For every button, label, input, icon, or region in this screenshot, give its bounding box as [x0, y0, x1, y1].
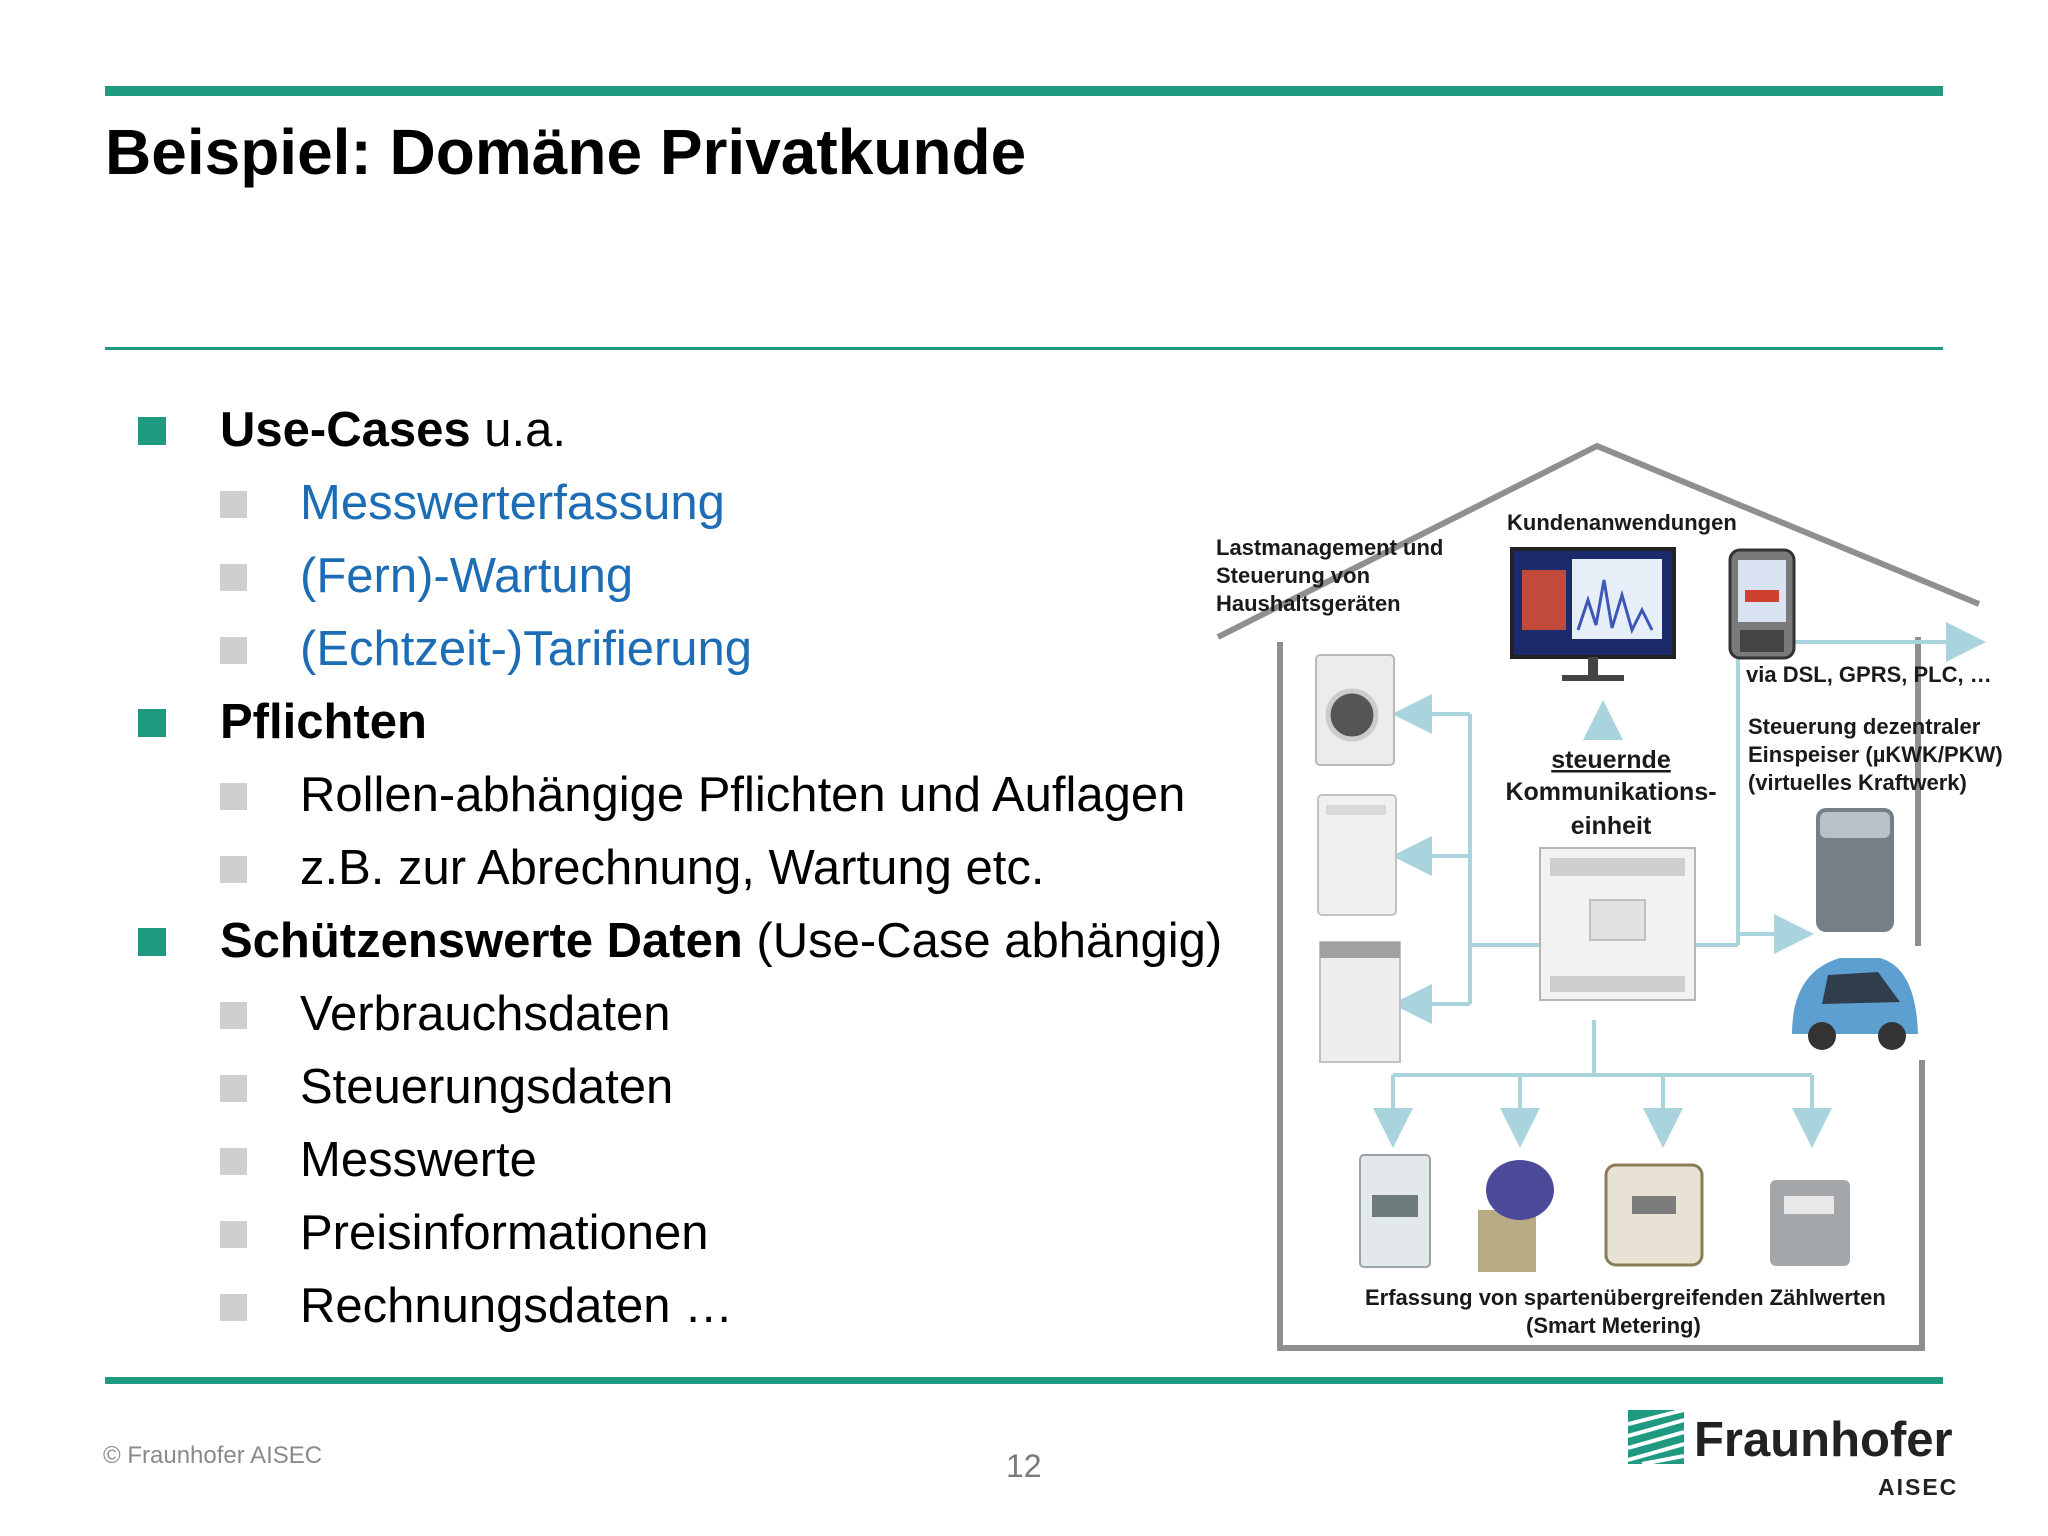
sub-bullet-fern-wartung: (Fern)-Wartung: [220, 546, 634, 606]
sub-bullet-text: Messwerte: [300, 1133, 537, 1187]
sub-bullet-square-icon: [220, 1221, 247, 1248]
bullet-bold-text: Schützenswerte Daten: [220, 914, 743, 968]
sub-bullet-messwerterfassung: Messwerterfassung: [220, 473, 725, 533]
fraunhofer-logo-mark-icon: [1628, 1410, 1684, 1464]
sub-bullet-text: Steuerungsdaten: [300, 1060, 674, 1114]
sub-bullet-square-icon: [220, 637, 247, 664]
sub-bullet-square-icon: [220, 564, 247, 591]
sub-bullet-preisinformationen: Preisinformationen: [220, 1203, 709, 1263]
bullet-text: (Use-Case abhängig): [742, 914, 1223, 968]
sub-bullet-steuerungsdaten: Steuerungsdaten: [220, 1057, 674, 1117]
bullet-schuetzenswerte-daten: Schützenswerte Daten (Use-Case abhängig): [138, 911, 1223, 971]
electricity-meter-icon: [1359, 1154, 1431, 1268]
label-erfassung-2: (Smart Metering): [1526, 1313, 1701, 1338]
sub-bullet-square-icon: [220, 491, 247, 518]
heat-meter-icon: [1604, 1163, 1704, 1267]
logo-subtitle: AISEC: [1878, 1474, 1959, 1500]
label-lastmanagement-1: Lastmanagement und: [1216, 535, 1443, 560]
label-erfassung-1: Erfassung von spartenübergreifenden Zähl…: [1365, 1285, 1886, 1310]
sub-bullet-square-icon: [220, 1148, 247, 1175]
sub-bullet-text: Preisinformationen: [300, 1206, 709, 1260]
house-walls: [1277, 642, 1925, 1351]
sub-bullet-square-icon: [220, 1002, 247, 1029]
label-kommunikation-2: einheit: [1571, 812, 1652, 840]
sub-bullet-text: Messwerterfassung: [300, 476, 725, 530]
label-via: via DSL, GPRS, PLC, …: [1746, 662, 1992, 687]
bullet-bold-text: Pflichten: [220, 695, 427, 749]
dryer-icon: [1317, 794, 1397, 916]
bottom-accent-rule: [105, 1377, 1943, 1384]
gas-meter-icon: [1770, 1180, 1850, 1266]
bullet-square-icon: [138, 928, 166, 956]
logo-name: Fraunhofer: [1694, 1413, 1953, 1467]
bullet-square-icon: [138, 709, 166, 737]
sub-bullet-abrechnung: z.B. zur Abrechnung, Wartung etc.: [220, 838, 1045, 898]
sub-bullet-text: z.B. zur Abrechnung, Wartung etc.: [300, 841, 1045, 895]
sub-bullet-text: Verbrauchsdaten: [300, 987, 671, 1041]
bullet-square-icon: [138, 417, 166, 445]
top-accent-rule: [105, 86, 1943, 96]
sub-bullet-square-icon: [220, 1075, 247, 1102]
communication-unit-icon: [1539, 847, 1696, 1001]
pda-device-icon: [1728, 548, 1796, 660]
sub-bullet-square-icon: [220, 856, 247, 883]
bullet-bold-text: Use-Cases: [220, 403, 471, 457]
sub-bullet-text: Rechnungsdaten …: [300, 1279, 734, 1333]
label-kundenanwendungen: Kundenanwendungen: [1507, 510, 1737, 535]
sub-bullet-text: Rollen-abhängige Pflichten und Auflagen: [300, 768, 1186, 822]
label-steuernde: steuernde: [1551, 746, 1671, 774]
micro-chp-unit-icon: [1816, 808, 1894, 932]
sub-bullet-text: (Echtzeit-)Tarifierung: [300, 622, 753, 676]
bullet-text: u.a.: [470, 403, 566, 457]
sub-bullet-messwerte: Messwerte: [220, 1130, 537, 1190]
label-kommunikation-1: Kommunikations-: [1505, 778, 1716, 806]
sub-bullet-verbrauchsdaten: Verbrauchsdaten: [220, 984, 671, 1044]
sub-bullet-rechnungsdaten: Rechnungsdaten …: [220, 1276, 734, 1336]
water-meter-icon: [1478, 1160, 1554, 1272]
label-lastmanagement-2: Steuerung von: [1216, 563, 1370, 588]
sub-bullet-text: (Fern)-Wartung: [300, 549, 634, 603]
bullet-use-cases: Use-Cases u.a.: [138, 400, 566, 460]
dishwasher-icon: [1319, 941, 1401, 1063]
sub-bullet-rollen: Rollen-abhängige Pflichten und Auflagen: [220, 765, 1186, 825]
house-outline: [1216, 442, 1981, 640]
washing-machine-icon: [1315, 654, 1395, 766]
copyright-footer: © Fraunhofer AISEC: [103, 1442, 323, 1469]
smart-home-diagram: Lastmanagement und Steuerung von Haushal…: [1200, 410, 2048, 1370]
electric-car-icon: [1792, 958, 1918, 1050]
label-lastmanagement-3: Haushaltsgeräten: [1216, 591, 1401, 616]
label-dezentral-3: (virtuelles Kraftwerk): [1748, 770, 1967, 795]
label-dezentral-1: Steuerung dezentraler: [1748, 714, 1981, 739]
fraunhofer-logo: Fraunhofer AISEC: [1628, 1410, 1956, 1502]
label-dezentral-2: Einspeiser (µKWK/PKW): [1748, 742, 2003, 767]
sub-bullet-tarifierung: (Echtzeit-)Tarifierung: [220, 619, 753, 679]
page-number: 12: [1006, 1448, 1042, 1484]
sub-bullet-square-icon: [220, 1294, 247, 1321]
slide-title: Beispiel: Domäne Privatkunde: [105, 116, 1027, 188]
bullet-pflichten: Pflichten: [138, 692, 427, 752]
title-divider: [105, 347, 1943, 350]
sub-bullet-square-icon: [220, 783, 247, 810]
tv-monitor-icon: [1510, 547, 1676, 681]
